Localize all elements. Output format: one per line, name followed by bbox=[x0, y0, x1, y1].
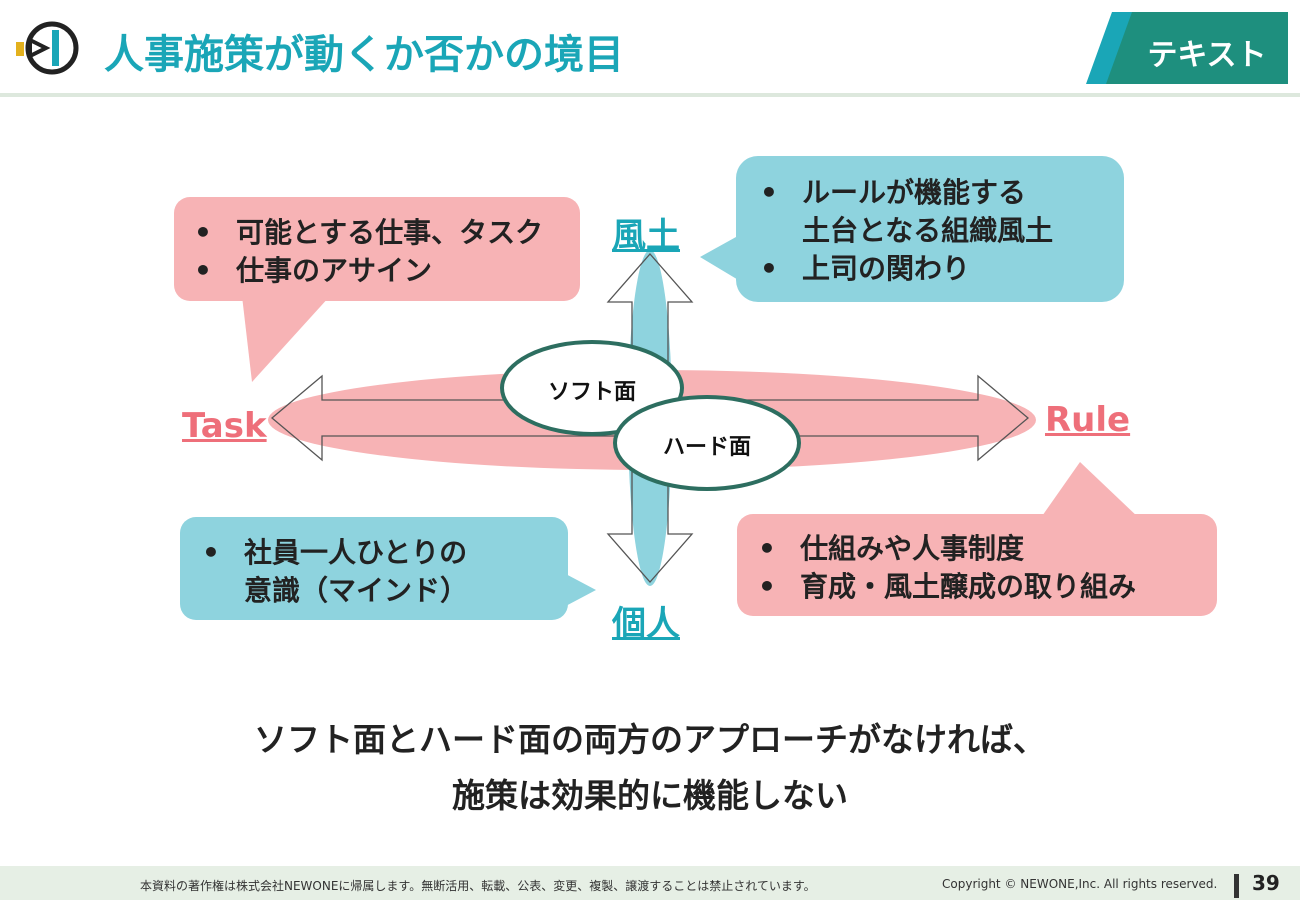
conclusion-line-1: ソフト面とハード面の両方のアプローチがなければ、 bbox=[254, 720, 1046, 759]
tag-label: テキスト bbox=[1147, 38, 1267, 73]
callout-item: 育成・風土醸成の取り組み bbox=[742, 568, 1136, 606]
axis-label-left: Task bbox=[182, 406, 267, 446]
callout-item: 社員一人ひとりの bbox=[186, 534, 468, 572]
axis-label-top: 風土 bbox=[612, 216, 680, 256]
header-divider bbox=[0, 93, 1300, 97]
callout-bottom-left: 社員一人ひとりの 意識（マインド） bbox=[186, 534, 468, 610]
page-title: 人事施策が動くか否かの境目 bbox=[104, 32, 624, 78]
hard-ellipse bbox=[613, 395, 801, 491]
tag-badge-shape bbox=[1086, 12, 1288, 84]
hard-label: ハード面 bbox=[662, 435, 751, 460]
page-number: 39 bbox=[1252, 871, 1280, 895]
axis-label-bottom: 個人 bbox=[612, 604, 680, 644]
callout-item-continuation: 土台となる組織風土 bbox=[802, 214, 1054, 247]
newone-logo-icon bbox=[16, 21, 79, 75]
vertical-double-arrow bbox=[606, 253, 694, 583]
callout-item-continuation: 意識（マインド） bbox=[244, 574, 469, 607]
footer-divider bbox=[1234, 874, 1239, 898]
copyright-text: Copyright © NEWONE,Inc. All rights reser… bbox=[942, 877, 1218, 891]
callout-item: 上司の関わり bbox=[744, 250, 1053, 288]
callout-item: 仕事のアサイン bbox=[178, 252, 543, 290]
horizontal-double-arrow bbox=[270, 374, 1030, 462]
callout-item: 仕組みや人事制度 bbox=[742, 530, 1136, 568]
callout-top-right: ルールが機能する 土台となる組織風土 上司の関わり bbox=[744, 174, 1053, 288]
callout-item: 可能とする仕事、タスク bbox=[178, 214, 543, 252]
callout-top-left: 可能とする仕事、タスク 仕事のアサイン bbox=[178, 214, 543, 290]
conclusion: ソフト面とハード面の両方のアプローチがなければ、 施策は効果的に機能しない bbox=[0, 712, 1300, 824]
conclusion-line-2: 施策は効果的に機能しない bbox=[452, 776, 848, 815]
callout-item: ルールが機能する bbox=[744, 174, 1053, 212]
soft-label: ソフト面 bbox=[547, 380, 636, 405]
callout-bottom-right: 仕組みや人事制度 育成・風土醸成の取り組み bbox=[742, 530, 1136, 606]
footer bbox=[0, 866, 1300, 900]
axis-label-right: Rule bbox=[1045, 400, 1131, 440]
slide-header: 人事施策が動くか否かの境目 テキスト bbox=[0, 0, 1300, 97]
copyright-notice: 本資料の著作権は株式会社NEWONEに帰属します。無断活用、転載、公表、変更、複… bbox=[140, 879, 816, 893]
